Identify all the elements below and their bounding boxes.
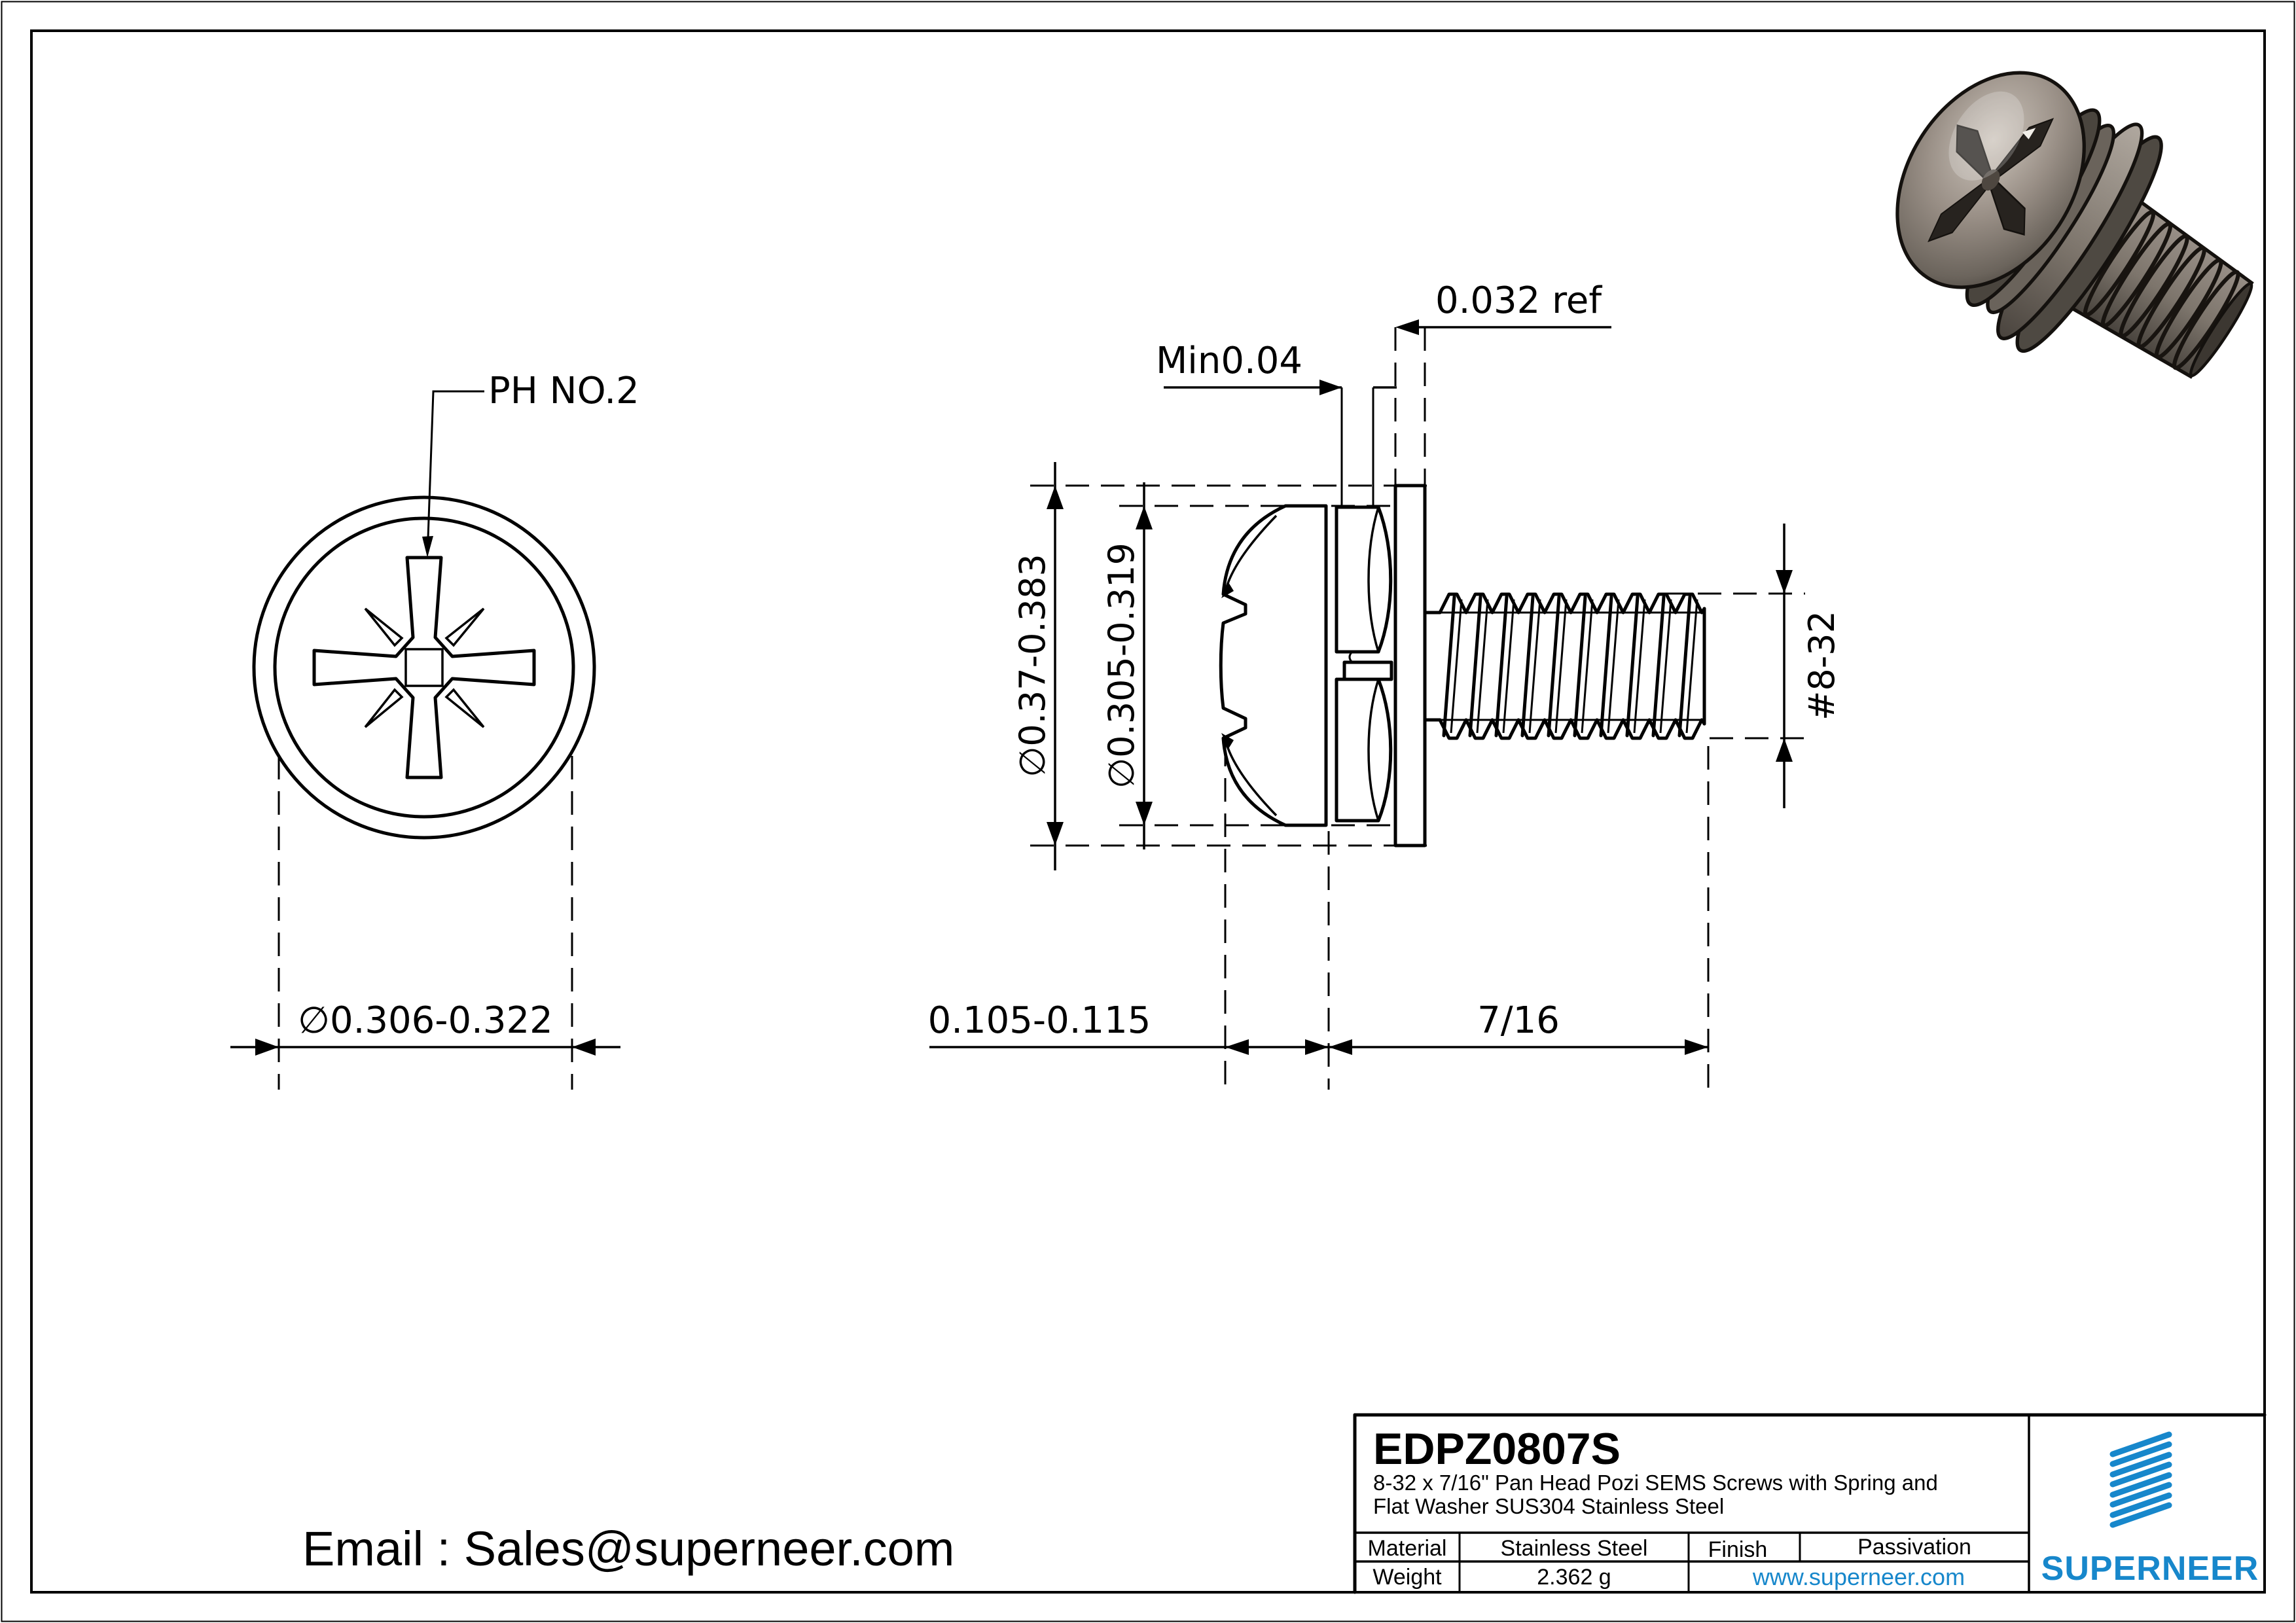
finish-value: Passivation [1857, 1535, 1971, 1560]
finish-label: Finish [1708, 1537, 1768, 1562]
dim-washer-thickness: 0.032 ref [1394, 279, 1611, 486]
part-number: EDPZ0807S [1373, 1424, 1621, 1474]
dim-washer-od: ∅0.37-0.383 [1012, 462, 1427, 870]
drive-label: PH NO.2 [488, 370, 639, 412]
weight-label: Weight [1372, 1565, 1442, 1590]
front-view: PH NO.2 ∅0.306-0.322 [230, 370, 639, 1090]
recess-arc-lower [1224, 739, 1278, 817]
render-shank-end [2189, 282, 2253, 378]
head-height-text: 0.105-0.115 [928, 999, 1151, 1042]
thread-spec-text: #8-32 [1801, 611, 1842, 721]
material-label: Material [1368, 1536, 1447, 1561]
washer-thickness-text: 0.032 ref [1435, 279, 1602, 322]
pozi-tick-nw [364, 607, 404, 647]
spring-washer [1335, 505, 1393, 823]
dim-bottom: 0.105-0.115 7/16 [928, 743, 1710, 1090]
recess-arc-upper [1224, 514, 1278, 592]
pozi-tick-ne [444, 607, 485, 647]
thread-helix-lines [1442, 595, 1692, 738]
pan-head-profile [1219, 504, 1328, 827]
contact-email: Email : Sales@superneer.com [302, 1522, 954, 1576]
render-thread-ridges [2065, 198, 2240, 370]
description-line1: 8-32 x 7/16" Pan Head Pozi SEMS Screws w… [1373, 1471, 1938, 1495]
pozi-tick-sw [364, 688, 404, 728]
dim-thread-spec: #8-32 [1662, 524, 1842, 808]
dim-spring-gap: Min0.04 [1156, 340, 1397, 505]
brand-name: SUPERNEER [2041, 1550, 2259, 1588]
side-view: ∅0.37-0.383 ∅0.305-0.319 Min0.04 0.0 [928, 279, 1842, 1090]
thread-helix-lines-thin [1450, 599, 1698, 734]
website-link[interactable]: www.superneer.com [1752, 1563, 1965, 1590]
head-outline-circle [273, 516, 575, 819]
dim-spring-od: ∅0.305-0.319 [1101, 482, 1394, 849]
render-pozi-recess [1928, 118, 2054, 243]
pozi-center-square [404, 648, 444, 687]
front-dim-head-diameter: ∅0.306-0.322 [230, 756, 620, 1090]
spring-gap-text: Min0.04 [1156, 340, 1302, 382]
spring-od-text: ∅0.305-0.319 [1101, 543, 1142, 789]
head-diameter-text: ∅0.306-0.322 [298, 999, 553, 1042]
threaded-shank [1423, 592, 1706, 740]
brand-logo-icon [2109, 1431, 2172, 1528]
washer-outline-circle [252, 495, 596, 840]
pozi-recess [312, 556, 536, 779]
drive-leader: PH NO.2 [422, 370, 639, 558]
weight-value: 2.362 g [1537, 1565, 1611, 1590]
render-3d [1895, 71, 2254, 379]
description-line2: Flat Washer SUS304 Stainless Steel [1373, 1494, 1724, 1518]
drawing-frame [30, 29, 2266, 1594]
pozi-tick-se [444, 688, 485, 728]
flat-washer [1393, 484, 1427, 847]
render-highlight [1948, 91, 2024, 181]
thread-length-text: 7/16 [1477, 999, 1560, 1042]
material-value: Stainless Steel [1501, 1536, 1648, 1561]
title-block: EDPZ0807S 8-32 x 7/16" Pan Head Pozi SEM… [1353, 1413, 2267, 1594]
washer-od-text: ∅0.37-0.383 [1012, 554, 1053, 777]
